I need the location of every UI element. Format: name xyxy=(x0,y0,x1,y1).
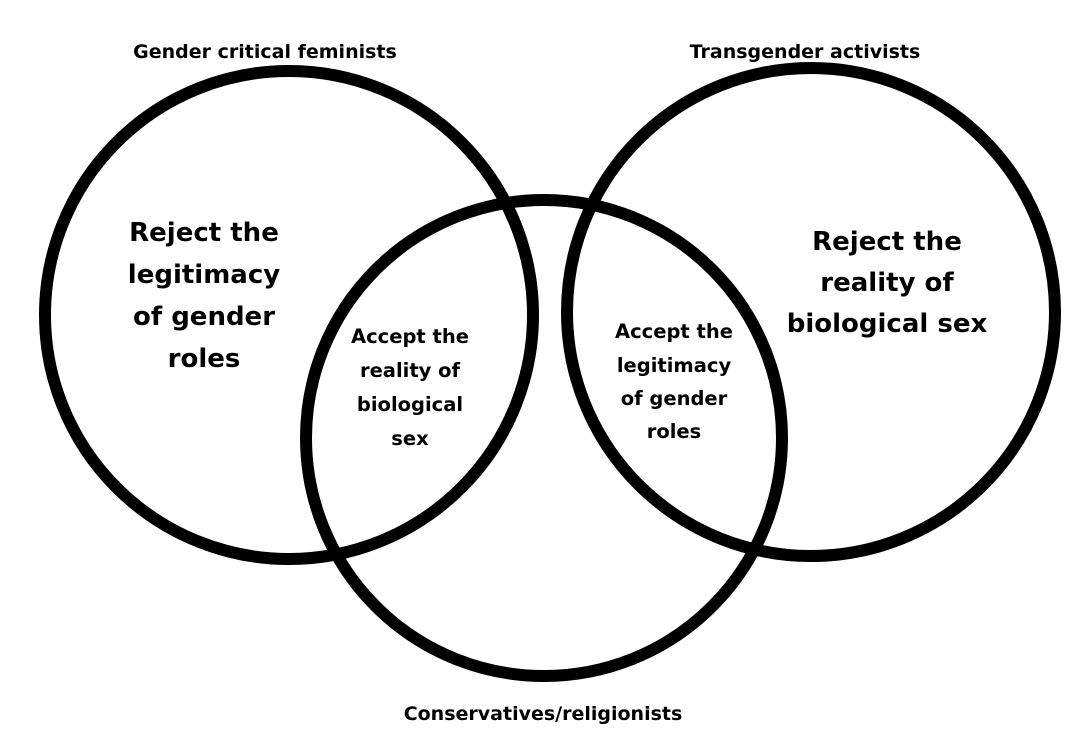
label-transgender-activists: Transgender activists xyxy=(690,41,921,63)
region-right-only-line: biological sex xyxy=(787,309,988,339)
label-gender-critical-feminists: Gender critical feminists xyxy=(133,41,397,63)
label-conservatives-religionists: Conservatives/religionists xyxy=(404,703,683,725)
region-left-only-line: legitimacy xyxy=(128,260,280,290)
region-right-only: Reject the reality of biological sex xyxy=(787,227,988,339)
circle-transgender-activists xyxy=(561,62,1061,562)
region-left-only-line: of gender xyxy=(133,302,275,332)
region-left-bottom: Accept the reality of biological sex xyxy=(351,325,469,450)
region-right-only-line: Reject the xyxy=(812,227,962,257)
region-left-only-line: roles xyxy=(168,344,241,374)
region-right-only-line: reality of xyxy=(820,268,954,298)
region-left-bottom-line: sex xyxy=(391,427,429,450)
region-left-bottom-line: reality of xyxy=(360,359,461,382)
region-right-bottom-line: of gender xyxy=(621,387,728,410)
region-left-bottom-line: biological xyxy=(357,393,463,416)
circle-conservatives-religionists xyxy=(300,194,788,682)
region-left-only: Reject the legitimacy of gender roles xyxy=(128,218,280,374)
region-right-bottom: Accept the legitimacy of gender roles xyxy=(615,320,733,443)
region-left-bottom-line: Accept the xyxy=(351,325,469,348)
region-left-only-line: Reject the xyxy=(129,218,279,248)
circle-gender-critical-feminists xyxy=(39,65,539,565)
region-right-bottom-line: roles xyxy=(647,420,702,443)
region-right-bottom-line: Accept the xyxy=(615,320,733,343)
region-right-bottom-line: legitimacy xyxy=(617,354,732,377)
